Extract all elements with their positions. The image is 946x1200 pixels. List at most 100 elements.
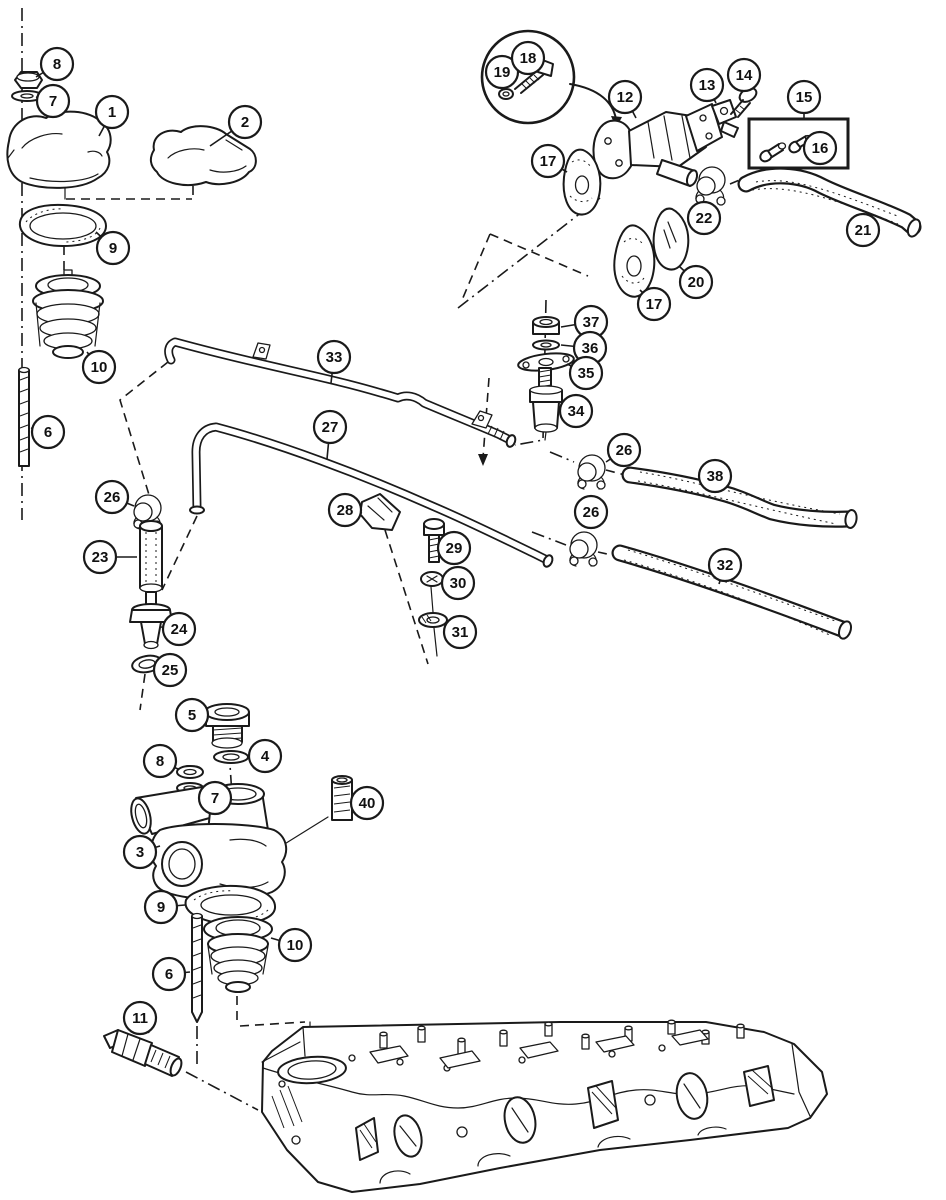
callout-balloon — [247, 738, 283, 774]
callout-23-26: 23 — [82, 539, 137, 575]
callout-number: 26 — [583, 504, 600, 521]
callout-number: 6 — [44, 424, 52, 441]
callout-number: 7 — [49, 93, 57, 110]
thermostat-cover-2 — [149, 125, 257, 186]
callout-number: 13 — [699, 77, 716, 94]
callout-number: 36 — [582, 340, 599, 357]
callout-6-45: 6 — [151, 956, 191, 992]
callout-1-2: 1 — [94, 94, 130, 137]
callout-28-33: 28 — [327, 492, 363, 528]
callout-number: 27 — [322, 419, 339, 436]
callout-38-30: 38 — [697, 458, 733, 494]
callout-16-13: 16 — [802, 130, 838, 166]
heater-valve-12 — [592, 103, 723, 187]
callout-balloon — [697, 458, 733, 494]
callout-15-12: 15 — [786, 79, 822, 118]
callout-balloon — [786, 79, 822, 115]
pipe-33 — [164, 337, 517, 448]
callout-balloon — [568, 355, 604, 391]
callout-number: 11 — [132, 1010, 148, 1027]
callout-balloon — [227, 104, 263, 140]
callout-number: 31 — [452, 624, 469, 641]
thermostat-10-top — [32, 269, 104, 359]
callout-40-42: 40 — [349, 785, 385, 821]
callout-balloon — [606, 432, 642, 468]
callout-7-1: 7 — [35, 83, 71, 119]
callout-number: 33 — [326, 349, 343, 366]
callout-balloon — [122, 834, 158, 870]
callout-balloon — [82, 539, 118, 575]
stud-6-top — [18, 366, 30, 467]
callout-balloon — [122, 1000, 158, 1036]
hose-clamp-26-mid-upper — [577, 454, 606, 490]
gasket-17-upper — [562, 148, 602, 216]
callout-balloon — [573, 494, 609, 530]
callout-number: 1 — [108, 104, 116, 121]
callout-2-3: 2 — [209, 104, 263, 147]
callout-number: 15 — [796, 89, 813, 106]
callout-27-24: 27 — [312, 409, 348, 460]
hose-32 — [611, 544, 853, 640]
callout-balloon — [81, 349, 117, 385]
callout-balloon — [95, 230, 131, 266]
callout-number: 14 — [736, 67, 753, 84]
inset-arrow — [569, 83, 617, 120]
callout-balloon — [316, 339, 352, 375]
gasket-9-top — [18, 203, 107, 247]
callout-balloon — [174, 697, 210, 733]
callout-balloon — [151, 956, 187, 992]
callout-balloon — [636, 286, 672, 322]
callout-number: 38 — [707, 468, 724, 485]
callout-balloon — [530, 143, 566, 179]
washer-19 — [498, 88, 514, 100]
callout-34-22: 34 — [557, 393, 594, 429]
callout-number: 26 — [616, 442, 633, 459]
callout-balloon — [94, 479, 130, 515]
kit-box-15 — [747, 117, 850, 170]
inset-magnifier — [480, 29, 622, 128]
callout-balloon — [349, 785, 385, 821]
callout-number: 21 — [855, 222, 872, 239]
callout-balloon — [442, 614, 478, 650]
nut-8-lower — [176, 765, 204, 779]
callout-6-6: 6 — [30, 414, 66, 450]
callout-number: 9 — [109, 240, 117, 257]
callout-4-38: 4 — [247, 738, 283, 774]
callout-number: 4 — [261, 748, 270, 765]
bolt-29 — [423, 518, 445, 563]
callout-balloon — [94, 94, 130, 130]
callout-balloon — [197, 780, 233, 816]
callout-balloon — [686, 200, 722, 236]
nut-8-top — [14, 71, 43, 89]
callout-30-35: 30 — [440, 565, 476, 601]
callout-number: 16 — [812, 140, 829, 157]
valve-34 — [529, 367, 563, 441]
callout-13-10: 13 — [689, 67, 725, 104]
hose-23 — [139, 520, 163, 593]
flange-plate-35 — [517, 352, 575, 372]
callout-balloon — [845, 212, 881, 248]
callout-10-5: 10 — [81, 349, 117, 385]
callout-37-19: 37 — [560, 304, 609, 340]
callout-balloon — [510, 40, 546, 76]
callout-number: 26 — [104, 489, 121, 506]
callout-number: 22 — [696, 210, 713, 227]
callout-number: 29 — [446, 540, 463, 557]
callout-number: 40 — [359, 795, 376, 812]
callout-number: 3 — [136, 844, 144, 861]
sleeve-40 — [331, 775, 353, 821]
callout-balloon — [484, 54, 520, 90]
hose-38 — [621, 466, 858, 529]
callout-balloon — [558, 393, 594, 429]
callout-balloon — [152, 652, 188, 688]
callout-number: 24 — [171, 621, 188, 638]
nut-37 — [532, 316, 560, 335]
callout-10-44: 10 — [270, 927, 313, 963]
callout-balloon — [39, 46, 75, 82]
callout-number: 9 — [157, 899, 165, 916]
callout-balloon — [143, 889, 179, 925]
callout-number: 25 — [162, 662, 179, 679]
callout-number: 18 — [520, 50, 537, 67]
